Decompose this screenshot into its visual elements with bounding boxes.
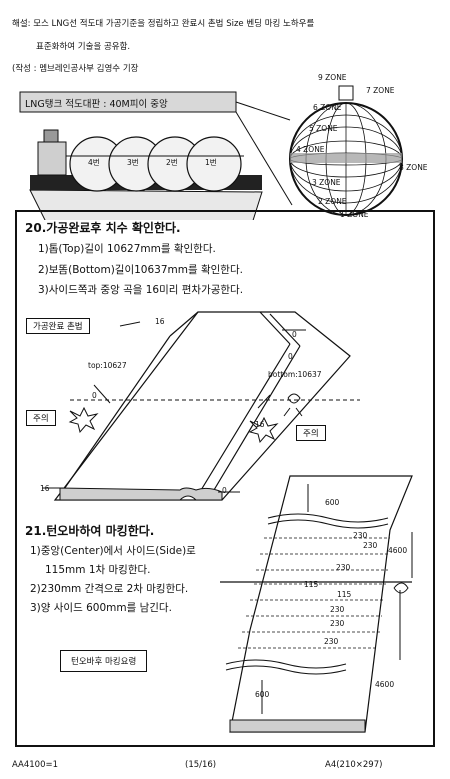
section-21-item: 3)양 사이드 600mm를 남긴다. <box>30 602 172 614</box>
intro-line-2: 표준화하여 기술을 공유함. <box>36 42 131 52</box>
content-frame <box>15 210 435 747</box>
zone-label: 6 ZONE <box>313 103 342 112</box>
dim-230: 230 <box>363 541 378 550</box>
section-21-item: 1)중앙(Center)에서 사이드(Side)로 <box>30 545 196 557</box>
dim-230: 230 <box>336 563 351 572</box>
tank-label-1: 1번 <box>205 158 217 167</box>
zone-label: 1 ZONE <box>340 210 369 219</box>
plate-diagram-21 <box>220 475 413 733</box>
zone-label: 8 ZONE <box>399 163 428 172</box>
dim-115: 115 <box>304 580 319 589</box>
ship-banner: LNG탱크 적도대판 : 40M피이 중앙 <box>25 99 168 110</box>
dim-600-bottom: 600 <box>255 690 270 699</box>
label-box-marking-method: 턴오바후 마킹요령 <box>60 650 148 672</box>
section-20-heading: 20.가공완료후 치수 확인한다. <box>25 221 181 235</box>
intro-line-1: 해설: 모스 LNG선 적도대 가공기준을 정립하고 완료시 촌법 Size 벤… <box>12 19 315 29</box>
bottom-length-label: bottom:10637 <box>268 370 322 379</box>
dim-0-bottom-right: 0 <box>222 486 227 495</box>
dim-230: 230 <box>330 619 345 628</box>
dim-230: 230 <box>324 637 339 646</box>
section-21-item: 115mm 1차 마킹한다. <box>45 564 151 576</box>
top-length-label: top:10627 <box>88 361 127 370</box>
footer-left: AA4100=1 <box>12 760 59 770</box>
note-box-left: 주의 <box>26 410 56 426</box>
dim-0-right-lower: 0 <box>288 352 293 361</box>
dim-4600-bottom: 4600 <box>375 680 395 689</box>
dim-4600-top: 4600 <box>388 546 408 555</box>
label-box-finished-size: 가공완료 촌법 <box>26 318 90 334</box>
dim-16-mid: 16 <box>255 420 265 429</box>
zone-label: 4 ZONE <box>296 145 325 154</box>
dim-16-bottom-left: 16 <box>40 484 50 493</box>
ship-illustration <box>19 85 403 220</box>
section-20-item: 3)사이드쪽과 중앙 곡을 16미리 편차가공한다. <box>38 284 244 296</box>
section-21-heading: 21.턴오바하여 마킹한다. <box>25 524 155 538</box>
zone-label: 9 ZONE <box>318 73 347 82</box>
page-number: (15/16) <box>185 760 217 770</box>
dim-16-top: 16 <box>155 317 165 326</box>
section-20-item: 1)톱(Top)길이 10627mm를 확인한다. <box>38 243 216 255</box>
plate-diagram-20 <box>42 311 360 501</box>
tank-label-3: 3번 <box>127 158 139 167</box>
dim-230: 230 <box>353 531 368 540</box>
author-line: (작성 : 멤브레인공사부 김영수 기장 <box>12 64 139 74</box>
zone-label: 7 ZONE <box>366 86 395 95</box>
zone-label: 2 ZONE <box>318 197 347 206</box>
footer-paper-size: A4(210×297) <box>325 760 383 770</box>
zone-label: 5 ZONE <box>309 124 338 133</box>
dim-0-center: 0 <box>92 391 97 400</box>
dim-0-right: 0 <box>292 330 297 339</box>
note-box-right: 주의 <box>296 425 326 441</box>
section-20-item: 2)보똠(Bottom)길이10637mm를 확인한다. <box>38 264 243 276</box>
tank-label-4: 4번 <box>88 158 100 167</box>
dim-115: 115 <box>337 590 352 599</box>
zone-label: 3 ZONE <box>312 178 341 187</box>
dim-600-top: 600 <box>325 498 340 507</box>
dim-230: 230 <box>330 605 345 614</box>
section-21-item: 2)230mm 간격으로 2차 마킹한다. <box>30 583 189 595</box>
tank-label-2: 2번 <box>166 158 178 167</box>
